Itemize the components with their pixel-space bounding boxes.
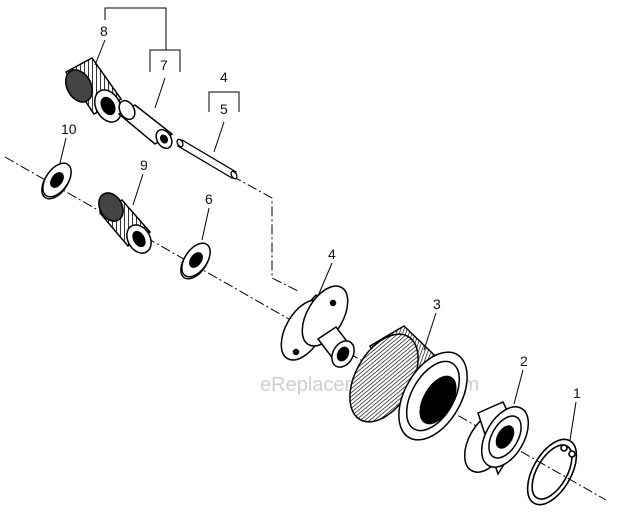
callout-4-pin-group: 4 — [220, 69, 228, 85]
callout-10: 10 — [61, 121, 77, 137]
part-3-threaded-collar — [349, 325, 468, 441]
part-4-flanged-hub — [280, 285, 355, 368]
leader-lines — [59, 39, 577, 441]
callout-brackets — [104, 7, 240, 112]
callout-3: 3 — [433, 296, 441, 312]
part-6-washer — [180, 242, 211, 280]
callout-4-hub: 4 — [328, 246, 336, 262]
part-10-washer — [41, 162, 72, 200]
callout-labels: 8 7 4 5 10 9 6 4 3 2 1 — [61, 23, 581, 401]
part-2-bearing — [463, 401, 530, 476]
callout-8: 8 — [100, 23, 108, 39]
part-9-knurled-sleeve — [98, 192, 152, 254]
part-1-retaining-ring — [526, 438, 578, 506]
callout-5: 5 — [220, 101, 228, 117]
callout-7: 7 — [160, 57, 168, 73]
callout-1: 1 — [573, 385, 581, 401]
callout-2: 2 — [520, 353, 528, 369]
part-7-bushing — [117, 99, 174, 150]
callout-6: 6 — [205, 191, 213, 207]
part-5-pin — [176, 138, 238, 180]
part-8-knurled-sleeve — [64, 57, 123, 123]
callout-9: 9 — [140, 157, 148, 173]
